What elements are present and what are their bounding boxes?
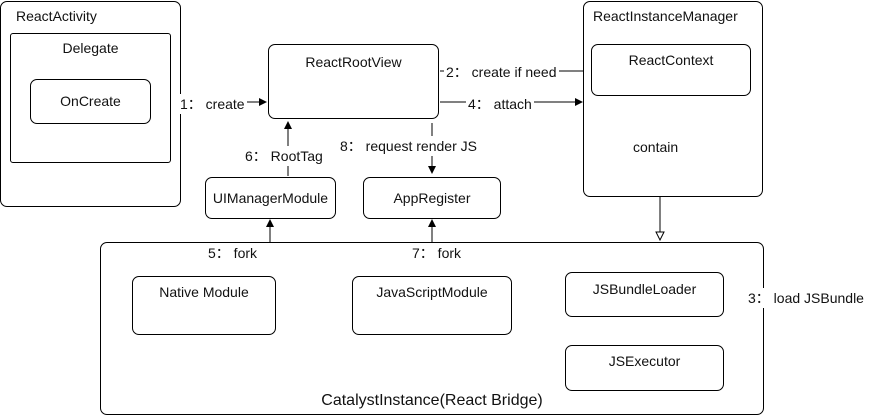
oncreate-label: OnCreate bbox=[60, 93, 121, 109]
react-activity-title: ReactActivity bbox=[16, 8, 97, 24]
label-attach: 4： attach bbox=[466, 94, 534, 114]
ui-manager-module-label: UIManagerModule bbox=[212, 190, 329, 206]
catalyst-instance-title: CatalystInstance(React Bridge) bbox=[321, 392, 543, 409]
react-context-label: ReactContext bbox=[628, 52, 714, 68]
label-contain: contain bbox=[631, 139, 681, 155]
label-create-if-need: 2： create if need bbox=[444, 62, 559, 82]
ui-manager-module-box: UIManagerModule bbox=[205, 177, 336, 219]
delegate-title: Delegate bbox=[62, 40, 119, 56]
oncreate-box: OnCreate bbox=[30, 79, 151, 124]
react-instance-manager-box: ReactInstanceManager bbox=[583, 1, 763, 197]
label-request-render: 8： request render JS bbox=[338, 136, 479, 156]
javascript-module-label: JavaScriptModule bbox=[376, 284, 488, 300]
react-root-view-label: ReactRootView bbox=[305, 54, 402, 70]
javascript-module-box: JavaScriptModule bbox=[352, 276, 512, 335]
react-instance-manager-title: ReactInstanceManager bbox=[593, 8, 738, 24]
label-fork-js: 7： fork bbox=[410, 243, 464, 263]
label-root-tag: 6： RootTag bbox=[243, 146, 325, 166]
js-executor-box: JSExecutor bbox=[565, 345, 724, 391]
app-register-box: AppRegister bbox=[363, 177, 501, 219]
app-register-label: AppRegister bbox=[393, 190, 471, 206]
native-module-box: Native Module bbox=[132, 276, 276, 335]
js-bundle-loader-box: JSBundleLoader bbox=[565, 272, 724, 317]
label-create: 1： create bbox=[178, 94, 247, 114]
js-bundle-loader-label: JSBundleLoader bbox=[592, 281, 697, 297]
label-load-jsbundle: 3： load JSBundle bbox=[746, 288, 866, 308]
react-context-box: ReactContext bbox=[591, 44, 751, 96]
react-root-view-box: ReactRootView bbox=[268, 44, 439, 119]
native-module-label: Native Module bbox=[159, 284, 249, 300]
js-executor-label: JSExecutor bbox=[608, 353, 681, 369]
label-fork-native: 5： fork bbox=[206, 243, 260, 263]
